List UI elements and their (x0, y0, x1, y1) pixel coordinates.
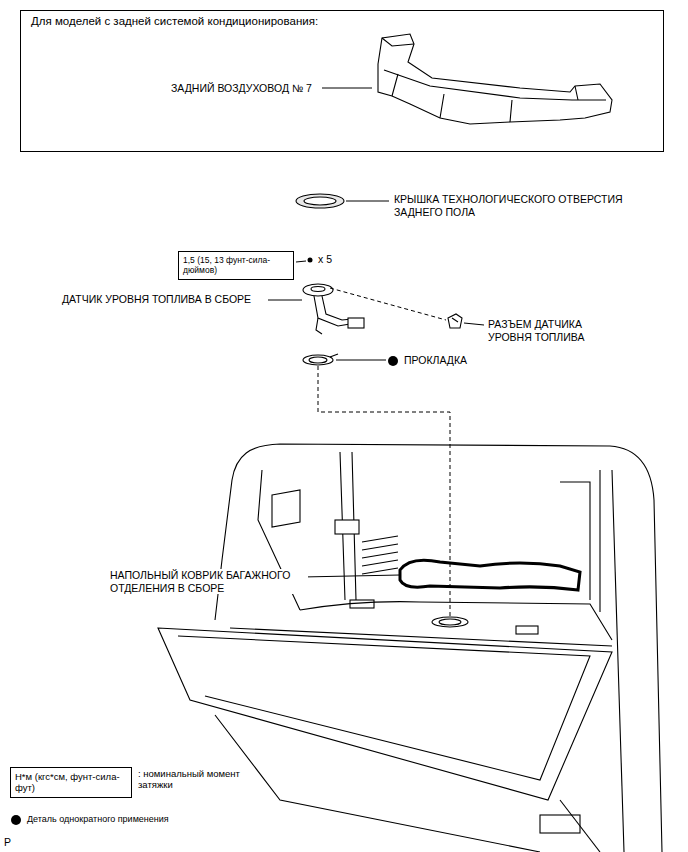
connector-drawing (448, 314, 462, 328)
leader-line (302, 575, 400, 577)
torque-value: 1,5 (15, 13 фунт-сила-дюймов) (183, 255, 289, 275)
torque-unit: Н*м (кгс*см, фунт-сила-фут) (15, 771, 127, 794)
leader-line (464, 323, 484, 325)
leader-line (268, 300, 302, 301)
floor-mat-outline (400, 560, 580, 590)
dashed-line (318, 366, 450, 616)
leader-line (346, 201, 389, 202)
condition-frame: Для моделей с задней системой кондициони… (20, 10, 664, 152)
one-time-use-symbol (11, 815, 21, 825)
dashed-line (330, 288, 446, 320)
part-label: ДАТЧИК УРОВНЯ ТОПЛИВА В СБОРЕ (60, 293, 253, 306)
leader-line (322, 88, 372, 89)
rear-duct-drawing (378, 34, 612, 124)
leader-line (336, 360, 386, 361)
torque-box: 1,5 (15, 13 фунт-сила-дюймов) (178, 251, 294, 280)
torque-unit-box: Н*м (кгс*см, фунт-сила-фут) (10, 767, 132, 798)
service-hole-cover (296, 194, 344, 208)
section-heading: Для моделей с задней системой кондициони… (29, 15, 320, 29)
vehicle-drawing (158, 444, 662, 852)
legend-text: : номинальный момент затяжки (136, 768, 244, 791)
fuel-sender-drawing (303, 284, 364, 334)
screw-symbol (308, 258, 313, 263)
gasket-drawing (303, 354, 338, 365)
leader-line (296, 261, 306, 262)
legend-text: Деталь однократного применения (25, 814, 171, 825)
part-label: ЗАДНИЙ ВОЗДУХОВОД № 7 (169, 82, 314, 95)
quantity-label: x 5 (316, 253, 334, 266)
part-label: ПРОКЛАДКА (402, 354, 469, 367)
one-time-use-dot (388, 356, 398, 366)
part-label: РАЗЪЕМ ДАТЧИКА УРОВНЯ ТОПЛИВА (486, 318, 622, 343)
part-label: КРЫШКА ТЕХНОЛОГИЧЕСКОГО ОТВЕРСТИЯ ЗАДНЕГ… (392, 193, 638, 218)
page-marker: P (2, 836, 13, 849)
part-label: НАПОЛЬНЫЙ КОВРИК БАГАЖНОГО ОТДЕЛЕНИЯ В С… (108, 569, 308, 594)
